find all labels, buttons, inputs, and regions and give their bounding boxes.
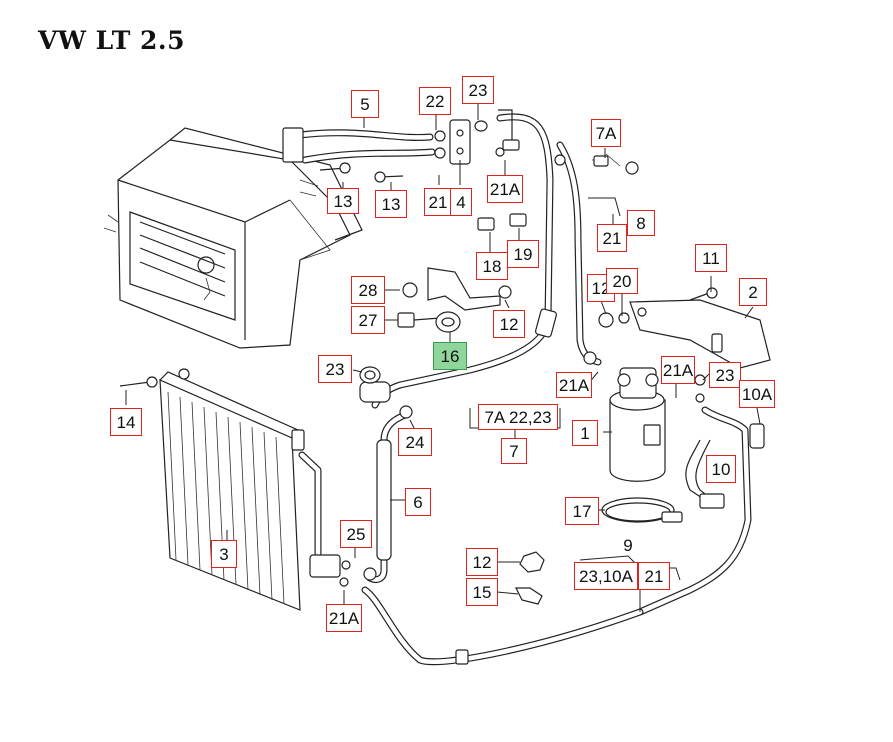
part-label-14[interactable]: 14: [110, 408, 142, 436]
part-label-27[interactable]: 27: [351, 306, 385, 334]
condenser: [119, 368, 351, 611]
mounting-bracket: [397, 267, 512, 333]
part-label-7a[interactable]: 7A: [591, 119, 621, 147]
part-label-3[interactable]: 3: [211, 540, 237, 568]
part-label-18[interactable]: 18: [476, 252, 508, 280]
part-label-22[interactable]: 22: [419, 87, 451, 115]
part-label-13[interactable]: 13: [327, 188, 359, 214]
part-label-4[interactable]: 4: [450, 188, 472, 216]
part-label-28[interactable]: 28: [351, 276, 385, 304]
part-label-16-highlighted[interactable]: 16: [433, 342, 467, 370]
part-label-23-10a[interactable]: 23,10A: [574, 562, 638, 590]
part-label-13[interactable]: 13: [375, 190, 407, 218]
part-label-7a-22-23[interactable]: 7A 22,23: [478, 404, 558, 430]
part-label-23[interactable]: 23: [462, 76, 494, 104]
part-label-2[interactable]: 2: [739, 278, 767, 306]
part-label-19[interactable]: 19: [507, 240, 539, 268]
part-label-8[interactable]: 8: [627, 210, 655, 236]
part-label-21a[interactable]: 21A: [556, 372, 592, 398]
part-label-20[interactable]: 20: [606, 268, 638, 294]
nut-and-holder: [359, 366, 545, 605]
part-label-23[interactable]: 23: [318, 355, 352, 383]
part-label-21a[interactable]: 21A: [487, 175, 523, 203]
part-label-5[interactable]: 5: [351, 90, 379, 118]
part-label-10[interactable]: 10: [706, 455, 736, 483]
part-label-9[interactable]: 9: [623, 535, 633, 555]
title: VW LT 2.5: [38, 26, 186, 55]
part-label-10a[interactable]: 10A: [739, 380, 775, 408]
part-label-21[interactable]: 21: [597, 224, 627, 252]
part-label-25[interactable]: 25: [340, 520, 372, 548]
evaporator-housing: [103, 127, 363, 349]
part-label-24[interactable]: 24: [398, 428, 432, 456]
receiver-drier: [609, 367, 666, 482]
part-label-7[interactable]: 7: [501, 438, 527, 464]
part-label-12[interactable]: 12: [466, 548, 498, 576]
liquid-line: [361, 405, 644, 666]
part-label-1[interactable]: 1: [572, 420, 598, 446]
part-label-21a[interactable]: 21A: [326, 604, 362, 632]
part-label-21[interactable]: 21: [638, 562, 670, 590]
part-label-17[interactable]: 17: [565, 497, 599, 525]
part-label-12[interactable]: 12: [493, 310, 525, 338]
part-label-6[interactable]: 6: [405, 488, 431, 516]
small-fittings: [474, 109, 639, 231]
suction-pipes: [282, 119, 471, 165]
part-label-21a[interactable]: 21A: [661, 356, 695, 384]
pressure-switch-line: [636, 374, 765, 616]
part-label-23[interactable]: 23: [709, 362, 741, 388]
part-label-11[interactable]: 11: [695, 244, 727, 272]
bolts-13: [299, 162, 404, 197]
drier-bracket: [598, 287, 771, 369]
part-label-15[interactable]: 15: [466, 578, 498, 606]
leader-lines: [125, 104, 761, 612]
high-pressure-line: [359, 113, 602, 409]
part-label-21[interactable]: 21: [424, 188, 452, 216]
